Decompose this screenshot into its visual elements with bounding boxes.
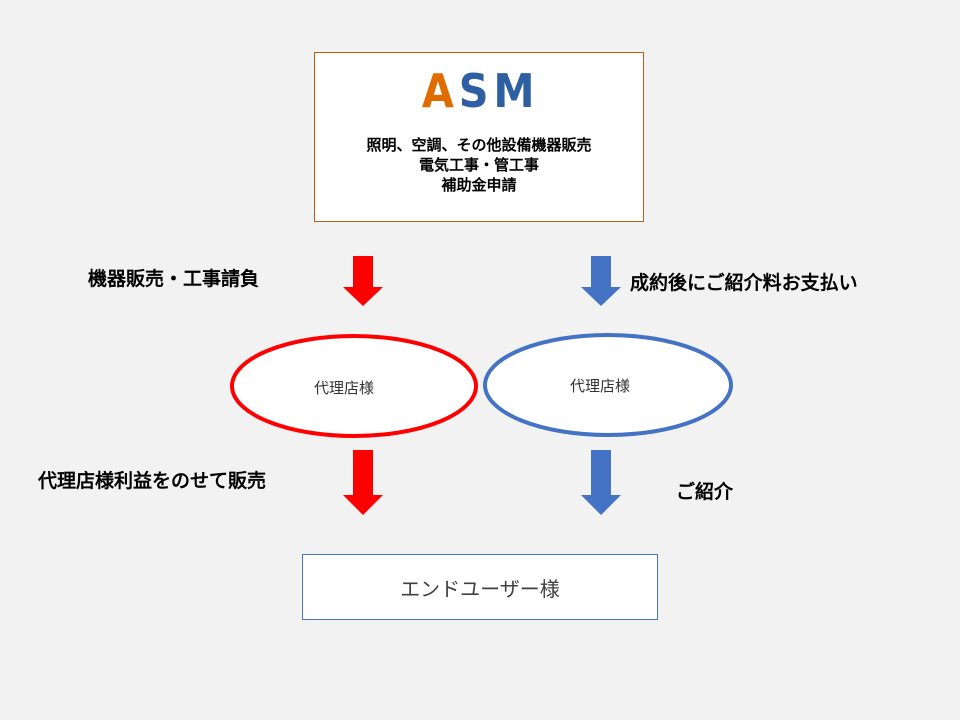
company-box: ASM 照明、空調、その他設備機器販売 電気工事・管工事 補助金申請 bbox=[314, 52, 644, 222]
blue-down-arrow-top bbox=[581, 256, 621, 306]
blue-down-arrow-bottom bbox=[581, 450, 621, 515]
company-line-3: 補助金申請 bbox=[441, 176, 517, 194]
right-top-label: 成約後にご紹介料お支払い bbox=[630, 272, 858, 294]
left-top-label: 機器販売・工事請負 bbox=[88, 268, 260, 290]
agent-label-right: 代理店様 bbox=[570, 377, 631, 395]
asm-logo: ASM bbox=[315, 63, 643, 119]
end-user-box: エンドユーザー様 bbox=[302, 554, 658, 620]
agent-ellipse-right bbox=[483, 333, 733, 437]
red-down-arrow-bottom bbox=[343, 450, 383, 515]
company-description: 照明、空調、その他設備機器販売 電気工事・管工事 補助金申請 bbox=[315, 135, 643, 195]
left-bottom-label: 代理店様利益をのせて販売 bbox=[38, 470, 267, 492]
agent-label-left: 代理店様 bbox=[314, 379, 375, 397]
logo-letter-a: A bbox=[422, 64, 456, 118]
red-down-arrow-top bbox=[343, 256, 383, 306]
company-line-2: 電気工事・管工事 bbox=[418, 156, 539, 174]
end-user-label: エンドユーザー様 bbox=[400, 576, 560, 601]
agent-ellipse-left bbox=[230, 334, 478, 438]
right-bottom-label: ご紹介 bbox=[676, 481, 734, 503]
logo-letter-m: M bbox=[493, 64, 536, 118]
logo-letter-s: S bbox=[458, 64, 490, 118]
company-line-1: 照明、空調、その他設備機器販売 bbox=[366, 136, 592, 154]
